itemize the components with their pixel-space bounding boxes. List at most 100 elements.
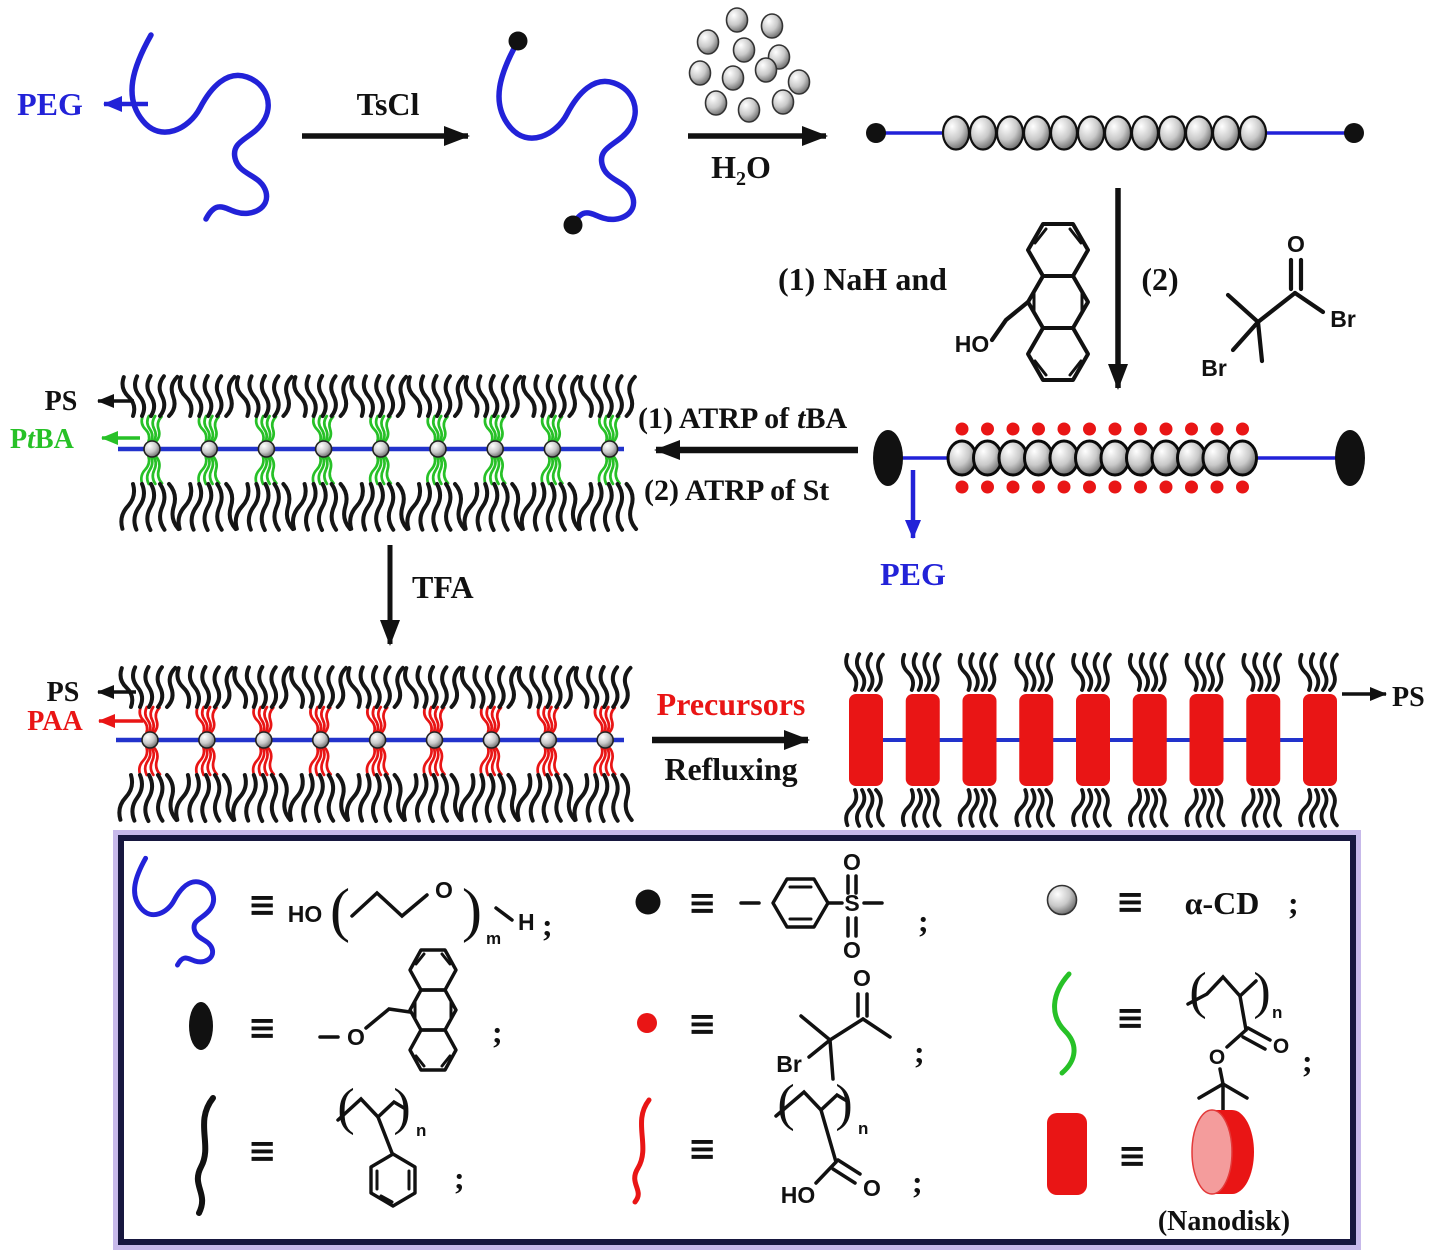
equiv-sign: ≡ bbox=[248, 1131, 277, 1171]
paa-o-label: O bbox=[863, 1175, 881, 1201]
rotaxane1-end-dot-right bbox=[1344, 123, 1364, 143]
legend-nanodisk-rect-symbol bbox=[1047, 1113, 1087, 1195]
tosyl-end-dot-top bbox=[508, 31, 528, 51]
paa-sub-n: n bbox=[858, 1119, 868, 1138]
tosyl-end-dot-bottom bbox=[563, 215, 583, 235]
acylbr-br-right-label: Br bbox=[1330, 306, 1356, 332]
rotaxane1-end-dot-left bbox=[866, 123, 886, 143]
tscl-step: TsCl bbox=[302, 86, 470, 146]
legend-alpha-cd-entry: ≡ α-CD ; bbox=[1046, 882, 1299, 922]
peo-paren-close: ) bbox=[462, 877, 482, 943]
polyrotaxane-2: PEG bbox=[873, 422, 1365, 592]
rotaxane2-cd-beads-with-initiators bbox=[946, 422, 1258, 494]
equiv-sign: ≡ bbox=[248, 1008, 277, 1048]
initiator-o-label: O bbox=[853, 965, 871, 991]
equiv-sign: ≡ bbox=[1116, 882, 1145, 922]
threading-step: H2O bbox=[688, 126, 828, 190]
brush-paa-ps: PS PAA bbox=[27, 665, 634, 823]
peg-coil-start: PEG bbox=[17, 35, 268, 219]
paa-paren-open: ( bbox=[777, 1075, 794, 1132]
tosyl-s-label: S bbox=[844, 890, 859, 916]
tscl-label: TsCl bbox=[357, 86, 420, 122]
brush2-paa-label: PAA bbox=[27, 706, 83, 737]
legend-paa-entry: ≡ ( ) n HO O ; bbox=[632, 1075, 923, 1208]
precursors-step: Precursors Refluxing bbox=[652, 686, 810, 787]
semicolon: ; bbox=[542, 907, 553, 943]
legend-peg-entry: ≡ HO ( O ) m H ; bbox=[135, 858, 553, 965]
capping-step: (1) NaH and (2) HO O Br Br bbox=[778, 188, 1356, 390]
semicolon: ; bbox=[454, 1160, 465, 1196]
anthracene-methanol-structure: HO bbox=[955, 222, 1090, 382]
equiv-sign: ≡ bbox=[1116, 998, 1145, 1038]
semicolon: ; bbox=[914, 1034, 925, 1070]
tosylated-coil bbox=[499, 41, 635, 225]
polyrotaxane-1 bbox=[866, 115, 1364, 151]
acylbr-o-label: O bbox=[1287, 231, 1305, 257]
ptba-o-ester: O bbox=[1209, 1046, 1225, 1069]
legend-stopper-entry: ≡ O ; bbox=[189, 948, 503, 1072]
nanodisk-array bbox=[844, 652, 1339, 828]
equiv-sign: ≡ bbox=[688, 883, 717, 923]
step2-label: (2) bbox=[1141, 261, 1178, 297]
peo-paren-open: ( bbox=[330, 877, 350, 943]
legend-ps-squiggle-symbol bbox=[194, 1095, 216, 1216]
legend-box: ≡ HO ( O ) m H ; ≡ S O O bbox=[113, 830, 1361, 1250]
brush1-ptba-label: PtBA bbox=[10, 424, 75, 455]
h2o-label: H2O bbox=[711, 149, 771, 190]
semicolon: ; bbox=[1288, 885, 1299, 921]
equiv-sign: ≡ bbox=[248, 885, 277, 925]
peg-label-top: PEG bbox=[17, 86, 83, 122]
semicolon: ; bbox=[912, 1164, 923, 1200]
equiv-sign: ≡ bbox=[1118, 1136, 1147, 1176]
nanodisk-ps-label: PS bbox=[1392, 682, 1425, 713]
legend-paa-squiggle-symbol bbox=[632, 1097, 652, 1205]
peo-ho-label: HO bbox=[288, 901, 323, 927]
initiator-br-label: Br bbox=[776, 1051, 802, 1077]
legend-initiator-entry: ≡ Br O ; bbox=[637, 965, 925, 1081]
semicolon: ; bbox=[492, 1014, 503, 1050]
anthracene-stopper-right bbox=[1335, 430, 1365, 486]
legend-nanodisk-entry: ≡ (Nanodisk) bbox=[1047, 1109, 1290, 1237]
ptba-paren-close: ) bbox=[1253, 963, 1270, 1020]
legend-stopper-symbol bbox=[189, 1002, 213, 1050]
legend-ptba-entry: ≡ ( ) n O O ; bbox=[1052, 963, 1313, 1114]
acylbr-br-left-label: Br bbox=[1201, 355, 1227, 381]
ps-paren-close: ) bbox=[393, 1079, 410, 1136]
legend-initiator-dot-symbol bbox=[637, 1013, 657, 1033]
anthracenol-ho-label: HO bbox=[955, 331, 990, 357]
ps-paren-open: ( bbox=[337, 1079, 354, 1136]
peo-o-label: O bbox=[435, 877, 453, 903]
legend-ptba-squiggle-symbol bbox=[1052, 971, 1077, 1076]
peg-label-bottom: PEG bbox=[880, 556, 946, 592]
tfa-step: TFA bbox=[380, 545, 474, 646]
legend-tosyl-entry: ≡ S O O ; bbox=[635, 849, 929, 963]
ptba-paren-open: ( bbox=[1189, 963, 1206, 1020]
paa-ho-label: HO bbox=[781, 1182, 816, 1208]
precursors-label: Precursors bbox=[657, 686, 806, 722]
peo-sub-m: m bbox=[486, 929, 501, 948]
semicolon: ; bbox=[918, 903, 929, 939]
semicolon: ; bbox=[1302, 1043, 1313, 1079]
peo-h-label: H bbox=[518, 909, 535, 935]
tfa-label: TFA bbox=[412, 569, 474, 605]
legend-outer-outline bbox=[113, 830, 1361, 1250]
tosyl-o-bottom: O bbox=[843, 937, 861, 963]
ptba-o-carbonyl: O bbox=[1273, 1035, 1289, 1058]
ether-o-label: O bbox=[347, 1024, 365, 1050]
refluxing-label: Refluxing bbox=[664, 751, 797, 787]
legend-cd-sphere-symbol bbox=[1046, 884, 1078, 916]
alpha-cd-label: α-CD bbox=[1185, 885, 1260, 921]
ps-sub-n: n bbox=[416, 1121, 426, 1140]
ptba-sub-n: n bbox=[1272, 1003, 1282, 1022]
anthracene-stopper-left bbox=[873, 430, 903, 486]
equiv-sign: ≡ bbox=[688, 1004, 717, 1044]
brush2-side-chains bbox=[117, 665, 634, 823]
brush2-ps-label: PS bbox=[47, 677, 80, 708]
tosylated-peg-coil bbox=[499, 31, 635, 235]
atrp-line2: (2) ATRP of St bbox=[644, 474, 829, 507]
legend-tosyl-dot-symbol bbox=[635, 889, 661, 915]
nah-label: (1) NaH and bbox=[778, 261, 947, 297]
brush1-side-chains bbox=[119, 374, 639, 532]
